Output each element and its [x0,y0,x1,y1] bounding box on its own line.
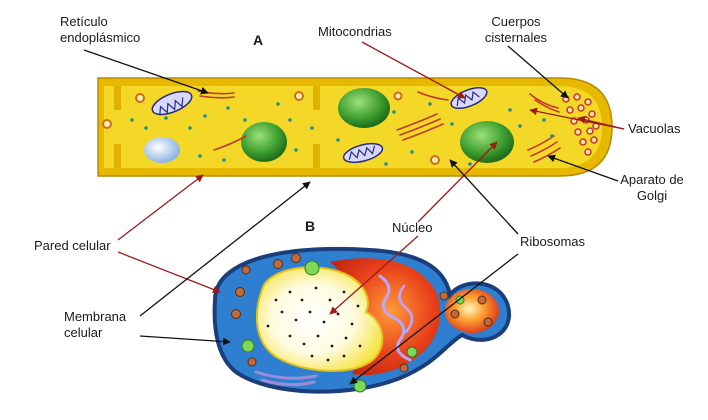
label-pared-celular: Pared celular [34,238,111,253]
yeast-er [398,284,414,334]
label-line: Membrana [64,309,127,324]
mitochondrion [151,90,193,116]
panel-label-b: B [305,218,316,234]
ribosomes [130,102,554,166]
nucleus [241,122,287,162]
cisternal-bodies [562,93,600,156]
label-line: cisternales [484,30,548,45]
label-cuerpos-cisternales: Cuerpos cisternales [476,14,556,46]
label-line: Retículo [60,14,108,29]
panel-label-a: A [253,32,264,48]
yeast-organelles [231,253,493,373]
mitochondrion [342,142,384,164]
septum [114,86,121,110]
label-reticulo-endoplasmico: Retículo endoplásmico [60,14,140,46]
label-vacuolas: Vacuolas [628,121,681,136]
nucleus [338,88,390,128]
septum [114,144,121,168]
label-aparato-de-golgi: Aparato de Golgi [612,172,692,204]
yeast-golgi [254,370,318,387]
yeast-nucleus [255,266,384,372]
label-line: Aparato de [620,172,684,187]
label-line: celular [64,325,103,340]
label-line: endoplásmico [60,30,141,45]
label-line: Cuerpos [491,14,541,29]
vesicles [102,91,440,165]
nucleus [460,121,514,163]
label-ribosomas: Ribosomas [520,234,586,249]
yeast [212,246,512,394]
septum [313,144,320,168]
label-mitocondrias: Mitocondrias [318,24,392,39]
label-nucleo: Núcleo [392,220,433,235]
vacuole [144,137,180,163]
pointers [83,41,625,385]
septum [313,86,320,110]
label-line: Golgi [636,188,668,203]
hypha [97,77,613,177]
label-membrana-celular: Membrana celular [64,309,126,341]
